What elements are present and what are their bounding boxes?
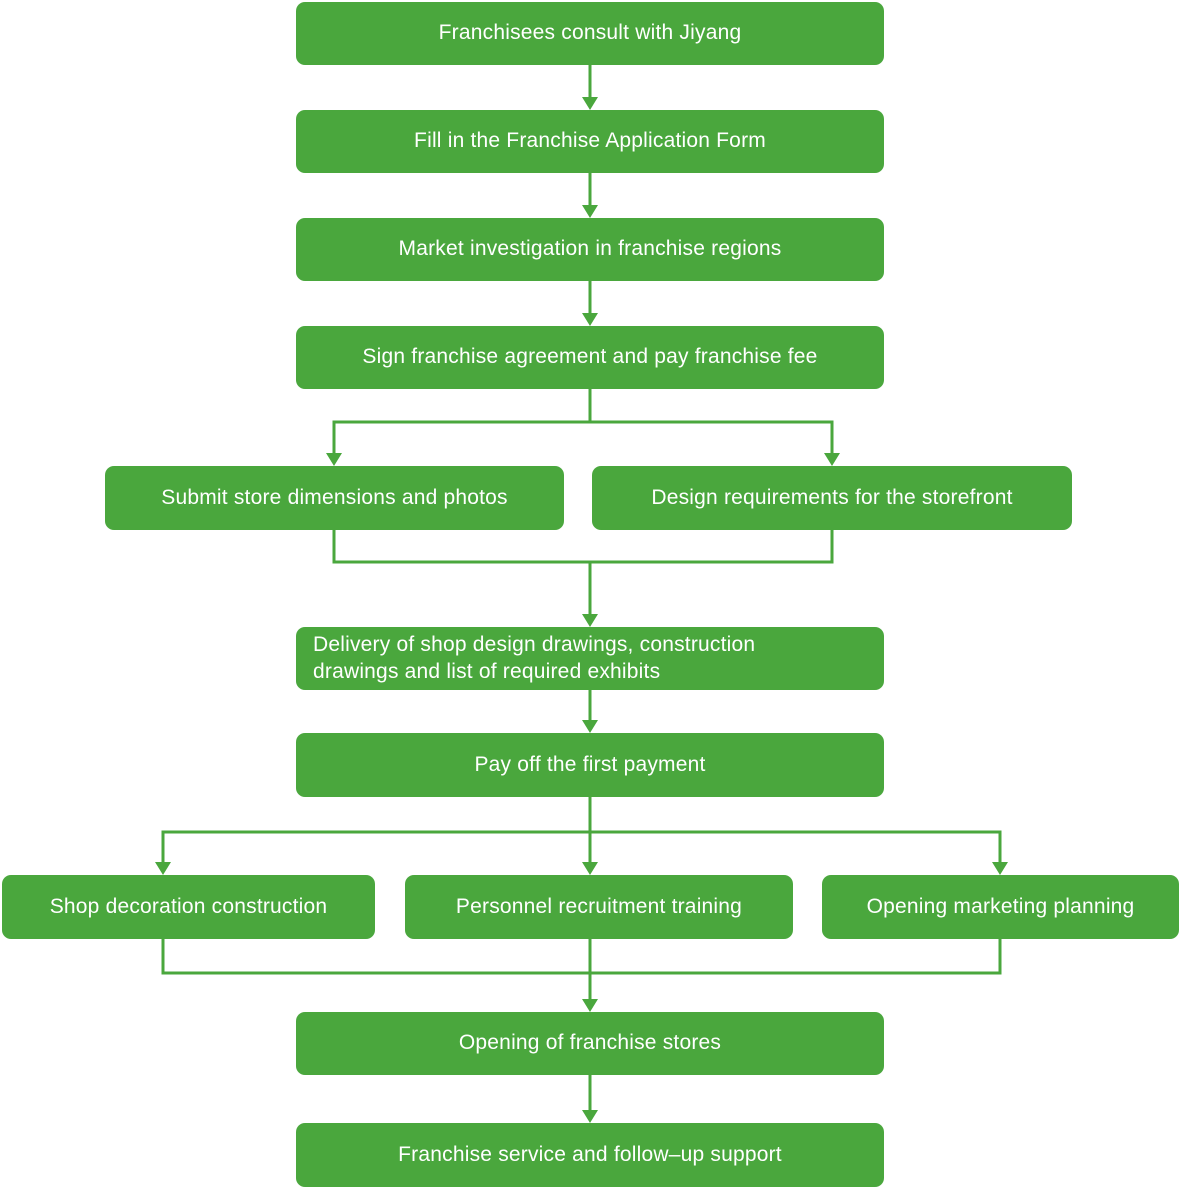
node-payment: Pay off the first payment — [296, 733, 884, 797]
arrowheads — [155, 97, 1008, 1123]
connector-split-line — [161, 830, 1002, 863]
node-recruitment: Personnel recruitment training — [405, 875, 793, 939]
node-decoration: Shop decoration construction — [2, 875, 375, 939]
node-delivery: Delivery of shop design drawings, constr… — [296, 627, 884, 690]
node-consult: Franchisees consult with Jiyang — [296, 2, 884, 65]
node-application: Fill in the Franchise Application Form — [296, 110, 884, 173]
node-opening: Opening of franchise stores — [296, 1012, 884, 1075]
arrow-down-icon — [582, 313, 598, 326]
arrow-down-icon — [582, 862, 598, 875]
connector-lines — [161, 65, 1002, 1111]
arrow-down-icon — [582, 97, 598, 110]
connector-split-line — [332, 420, 834, 454]
arrow-down-icon — [992, 862, 1008, 875]
node-service: Franchise service and follow–up support — [296, 1123, 884, 1187]
arrow-down-icon — [326, 453, 342, 466]
arrow-down-icon — [824, 453, 840, 466]
arrow-down-icon — [155, 862, 171, 875]
arrow-down-icon — [582, 614, 598, 627]
connector-merge-line — [332, 530, 834, 564]
connector-merge-line — [161, 939, 1002, 975]
arrow-down-icon — [582, 720, 598, 733]
node-investigation: Market investigation in franchise region… — [296, 218, 884, 281]
node-agreement: Sign franchise agreement and pay franchi… — [296, 326, 884, 389]
arrow-down-icon — [582, 205, 598, 218]
arrow-down-icon — [582, 999, 598, 1012]
node-marketing: Opening marketing planning — [822, 875, 1179, 939]
node-design: Design requirements for the storefront — [592, 466, 1072, 530]
arrow-down-icon — [582, 1110, 598, 1123]
node-dimensions: Submit store dimensions and photos — [105, 466, 564, 530]
